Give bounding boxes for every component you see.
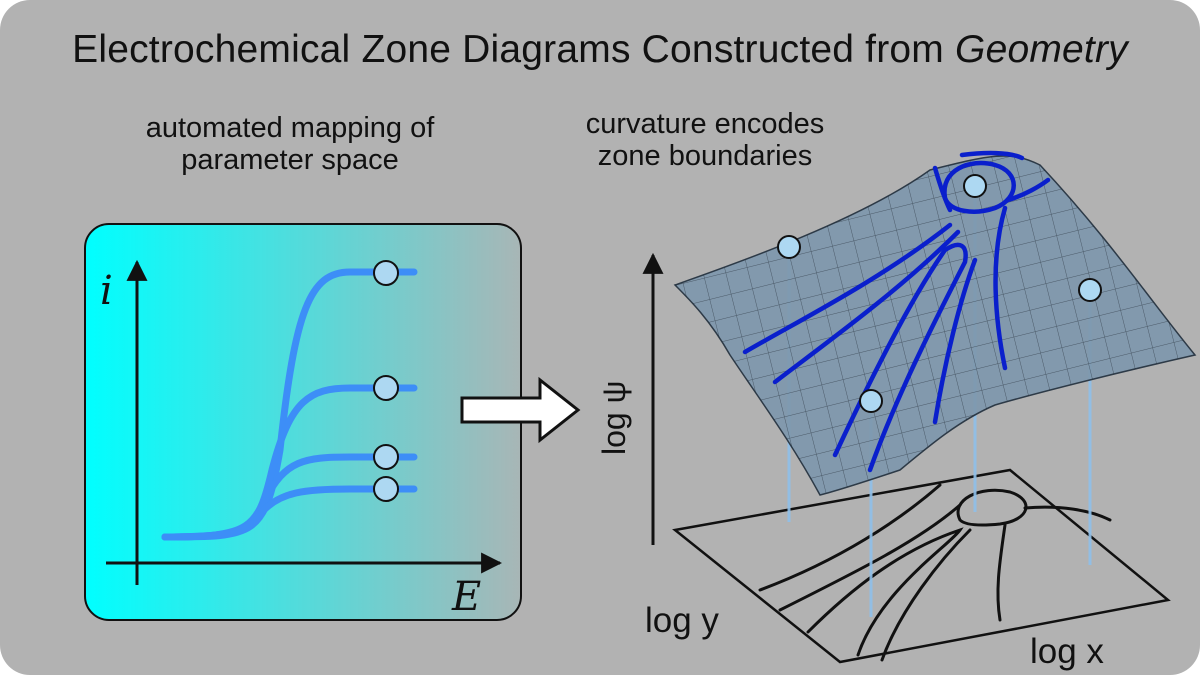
boundary-line [832, 242, 968, 473]
log-y-label: log y [645, 601, 719, 640]
boundary-line [959, 150, 1025, 161]
surface-marker [963, 174, 987, 198]
voltammogram-curves [161, 268, 418, 541]
right-arrow-icon [460, 376, 581, 444]
title-emphasis: Geometry [955, 28, 1128, 71]
boundary-line [932, 165, 953, 213]
curve-marker [373, 375, 399, 401]
surface-marker [777, 235, 801, 259]
contour-line [806, 527, 964, 657]
base-plane [672, 468, 1171, 664]
right-caption: curvature encodes zone boundaries [505, 108, 905, 172]
surface-zone-boundaries [742, 150, 1051, 473]
voltammogram-panel [84, 223, 522, 621]
contour-line [778, 503, 962, 612]
x-axis-label: E [451, 574, 481, 620]
boundary-line [742, 222, 953, 355]
boundary-line [772, 229, 961, 385]
contour-line [996, 523, 1007, 622]
curve-4 [161, 485, 418, 541]
curve-markers [373, 260, 399, 502]
boundary-line [1005, 177, 1051, 203]
contour-line [758, 483, 942, 592]
title-prefix: Electrochemical Zone Diagrams Constructe… [72, 28, 956, 71]
curve-marker [373, 444, 399, 470]
figure-title: Electrochemical Zone Diagrams Constructe… [0, 28, 1200, 72]
contour-line [880, 528, 972, 662]
left-caption-line2: parameter space [181, 144, 399, 176]
boundary-line [942, 160, 1016, 214]
boundary-line [932, 257, 978, 425]
y-axis-label: i [100, 268, 113, 314]
surface-markers [777, 174, 1102, 413]
curve-marker [373, 476, 399, 502]
right-caption-line1: curvature encodes [585, 108, 825, 140]
contour-line [956, 488, 1028, 527]
log-x-label: log x [1030, 632, 1104, 671]
curve-marker [373, 260, 399, 286]
left-caption: automated mapping of parameter space [80, 112, 500, 176]
boundary-line [993, 205, 1008, 371]
base-plane-contours [758, 483, 1112, 662]
log-psi-label: log ψ [596, 381, 632, 455]
surface-marker [859, 389, 883, 413]
contour-line [1023, 505, 1112, 522]
surface-marker [1078, 278, 1102, 302]
right-caption-line2: zone boundaries [597, 140, 813, 172]
left-caption-line1: automated mapping of [145, 112, 435, 144]
